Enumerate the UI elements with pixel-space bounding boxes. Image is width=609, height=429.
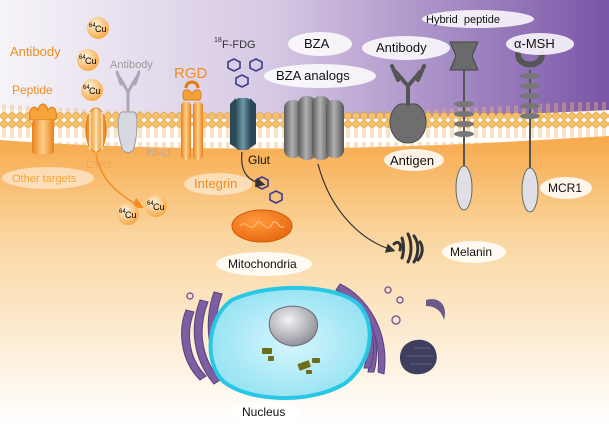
label-bza-analogs: BZA analogs xyxy=(276,68,350,83)
label-antigen: Antigen xyxy=(390,153,434,168)
glut-transporter xyxy=(230,98,256,150)
alpha-msh-ligand xyxy=(515,51,545,68)
ctr1-transporter xyxy=(85,107,107,153)
label-hybrid-peptide: Hybrid peptide xyxy=(426,14,500,26)
label-bza: BZA xyxy=(304,36,330,51)
gray-antibody xyxy=(115,70,141,112)
glucose-uptake-arrow xyxy=(241,151,266,188)
label-ctr1: CTR1 xyxy=(86,160,113,171)
cu-atom-4: 64 Cu xyxy=(117,203,139,225)
cu-sup-4: 64 xyxy=(119,209,126,215)
crescent-organelle xyxy=(426,299,446,320)
vesicle xyxy=(384,286,392,294)
vesicle xyxy=(391,315,401,325)
label-peptide: Peptide xyxy=(12,83,53,97)
integrin-receptor xyxy=(181,89,203,160)
label-integrin: Integrin xyxy=(194,176,237,191)
mcr1-receptor xyxy=(520,70,540,213)
label-fdg-sup: 18 xyxy=(214,37,222,44)
vesicle xyxy=(396,296,404,304)
vesicle xyxy=(186,292,194,300)
label-melanin: Melanin xyxy=(450,245,492,259)
rgd-peptide xyxy=(184,80,200,89)
nucleolus xyxy=(268,305,318,347)
label-mcr1: MCR1 xyxy=(548,181,582,195)
cu-atom-5: 64 Cu xyxy=(145,195,167,217)
cu-atom-3: 64 Cu xyxy=(81,79,103,101)
chromatin xyxy=(262,348,320,374)
cu-atom-2: 64 Cu xyxy=(77,49,99,71)
label-mitochondria: Mitochondria xyxy=(228,257,297,271)
cu-sup-1: 64 xyxy=(89,23,96,29)
label-nucleus: Nucleus xyxy=(242,405,285,419)
cu-text-1: Cu xyxy=(95,24,107,34)
bza-to-melanin-arrow xyxy=(317,163,396,253)
melanin-granules xyxy=(392,232,424,264)
cu-atom-1: 64 Cu xyxy=(87,17,109,39)
hybrid-peptide-receptor xyxy=(454,60,474,211)
right-antibody xyxy=(390,64,426,106)
label-antibody-left: Antibody xyxy=(10,44,61,59)
bza-channel xyxy=(284,96,344,160)
cu-text-4: Cu xyxy=(125,210,137,220)
cu-sup-5: 64 xyxy=(147,201,154,207)
cu-text-3: Cu xyxy=(89,86,101,96)
cu-sup-2: 64 xyxy=(79,55,86,61)
mitochondria xyxy=(231,209,293,243)
cu-sup-3: 64 xyxy=(83,85,90,91)
pdl1-receptor xyxy=(117,111,138,153)
extracellular-background xyxy=(0,0,609,120)
label-glut: Glut xyxy=(248,153,271,167)
label-alpha-msh: α-MSH xyxy=(514,36,555,51)
fdg-molecules-outside xyxy=(227,58,263,88)
copper-uptake-arrow xyxy=(95,153,144,208)
dark-granule xyxy=(399,339,437,375)
label-fdg: F-FDG xyxy=(222,39,256,51)
label-antibody-gray: Antibody xyxy=(110,59,153,71)
label-rgd: RGD xyxy=(174,65,208,82)
label-other-targets: Other targets xyxy=(12,173,77,185)
other-targets-receptor xyxy=(29,103,57,154)
hybrid-peptide-ligand xyxy=(449,41,479,71)
label-glows xyxy=(2,10,592,423)
cu-text-5: Cu xyxy=(153,202,165,212)
label-antibody-right: Antibody xyxy=(376,40,427,55)
label-pdl1: PD-L1 xyxy=(146,148,172,158)
cu-text-2: Cu xyxy=(85,56,97,66)
antigen xyxy=(389,103,427,144)
